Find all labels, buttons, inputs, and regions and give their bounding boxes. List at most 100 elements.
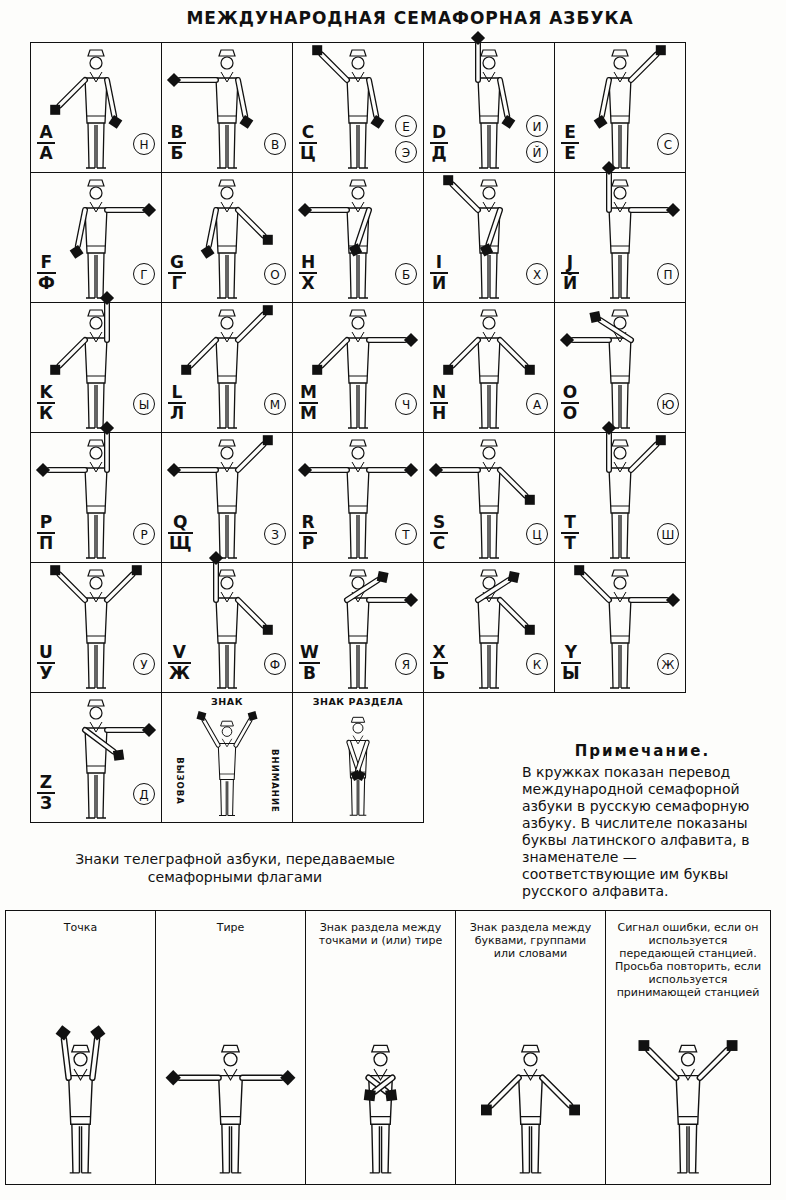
head	[352, 187, 364, 199]
semaphore-flag	[349, 243, 362, 256]
signal-cell: ЗНАКВЫЗОВАВНИМАНИЕ	[161, 692, 293, 823]
circled-letter: З	[271, 528, 279, 542]
latin-letter: C	[299, 123, 317, 144]
head	[352, 447, 364, 459]
semaphore-flag	[594, 115, 608, 129]
circled-letter: Е	[402, 120, 410, 134]
cap	[219, 50, 235, 56]
sailor-figure	[471, 31, 515, 168]
letter-fraction: LЛ	[168, 383, 186, 423]
arm	[180, 77, 216, 83]
semaphore-flag	[666, 593, 680, 607]
letter-fraction: IИ	[430, 253, 448, 293]
cap	[219, 570, 235, 576]
letter-cell: OОЮ	[554, 302, 686, 433]
signal-heading: Сигнал ошибки, если он используется пере…	[606, 911, 770, 999]
sleeve	[49, 468, 85, 471]
collar	[87, 72, 105, 116]
letter-cell: SСЦ	[423, 432, 555, 563]
cap	[481, 570, 497, 576]
sailor-figure	[594, 45, 666, 168]
collar	[480, 462, 498, 506]
circled-letter: Ж	[662, 658, 675, 672]
cap	[350, 570, 366, 576]
vertical-caption: ВЫЗОВА	[175, 757, 185, 805]
sleeve	[321, 340, 347, 366]
sleeve	[92, 1039, 97, 1078]
collar	[221, 1069, 240, 1117]
semaphore-flag	[312, 45, 322, 55]
cap	[481, 50, 497, 56]
latin-letter: Q	[168, 513, 193, 534]
collar	[220, 739, 234, 774]
head	[221, 447, 233, 459]
arm	[369, 597, 405, 603]
russian-letter-circle: Ш	[657, 523, 679, 545]
sleeve	[242, 1076, 281, 1080]
sailor-figure	[70, 180, 156, 298]
sleeve	[600, 320, 631, 340]
latin-letter: X	[430, 643, 448, 664]
russian-letter: Г	[168, 274, 186, 293]
arm	[631, 54, 657, 80]
arm	[59, 340, 85, 366]
russian-letter-circle: Н	[133, 133, 155, 155]
latin-letter: O	[561, 383, 579, 404]
letter-cell: XЬК	[423, 562, 555, 693]
letter-fraction: JЙ	[561, 253, 579, 293]
collar	[218, 462, 236, 506]
sleeve	[500, 470, 526, 496]
russian-letter: Р	[299, 534, 317, 553]
legs	[479, 123, 499, 168]
sailor-figure	[347, 570, 418, 688]
sleeve	[607, 174, 610, 210]
semaphore-flag	[132, 565, 142, 575]
sleeve	[500, 600, 526, 626]
arm	[180, 1075, 219, 1081]
circled-letter: О	[270, 268, 279, 282]
russian-letter-circle: Е	[395, 115, 417, 137]
latin-letter: F	[37, 253, 56, 274]
legs	[348, 253, 368, 298]
letter-fraction: EЕ	[561, 123, 579, 163]
russian-letter: З	[37, 794, 55, 813]
arm	[488, 210, 500, 244]
sleeve	[369, 468, 405, 471]
semaphore-flag	[481, 1105, 492, 1116]
arm	[631, 444, 657, 470]
head	[524, 1053, 537, 1066]
legs	[610, 643, 630, 688]
circled-letter: Ф	[270, 658, 280, 672]
page-title: МЕЖДУНАРОДНАЯ СЕМАФОРНАЯ АЗБУКА	[150, 8, 670, 28]
latin-letter: U	[37, 643, 55, 664]
circled-letter: Х	[533, 268, 541, 282]
cap	[612, 50, 628, 56]
arm	[369, 80, 376, 116]
arm	[238, 210, 264, 236]
semaphore-flag	[263, 625, 273, 635]
semaphore-flag	[142, 203, 156, 217]
latin-letter: I	[430, 253, 448, 274]
sailor-figure	[36, 421, 114, 558]
head	[352, 57, 364, 69]
latin-letter: N	[430, 383, 448, 404]
sleeve	[107, 574, 133, 600]
cap	[612, 570, 628, 576]
arm	[491, 1078, 519, 1106]
arm	[357, 210, 369, 244]
circled-letter: П	[663, 268, 672, 282]
letter-cell: GГО	[161, 172, 293, 303]
russian-letter-circle: Й	[526, 141, 548, 163]
sailor-figure	[364, 1045, 398, 1173]
head	[74, 1053, 87, 1066]
latin-letter: W	[299, 643, 320, 664]
semaphore-flag	[370, 115, 384, 129]
arm	[600, 320, 631, 340]
russian-letter: Ф	[37, 274, 56, 293]
arm	[209, 210, 216, 246]
russian-letter: А	[37, 144, 55, 163]
legs	[217, 253, 237, 298]
head	[614, 57, 626, 69]
